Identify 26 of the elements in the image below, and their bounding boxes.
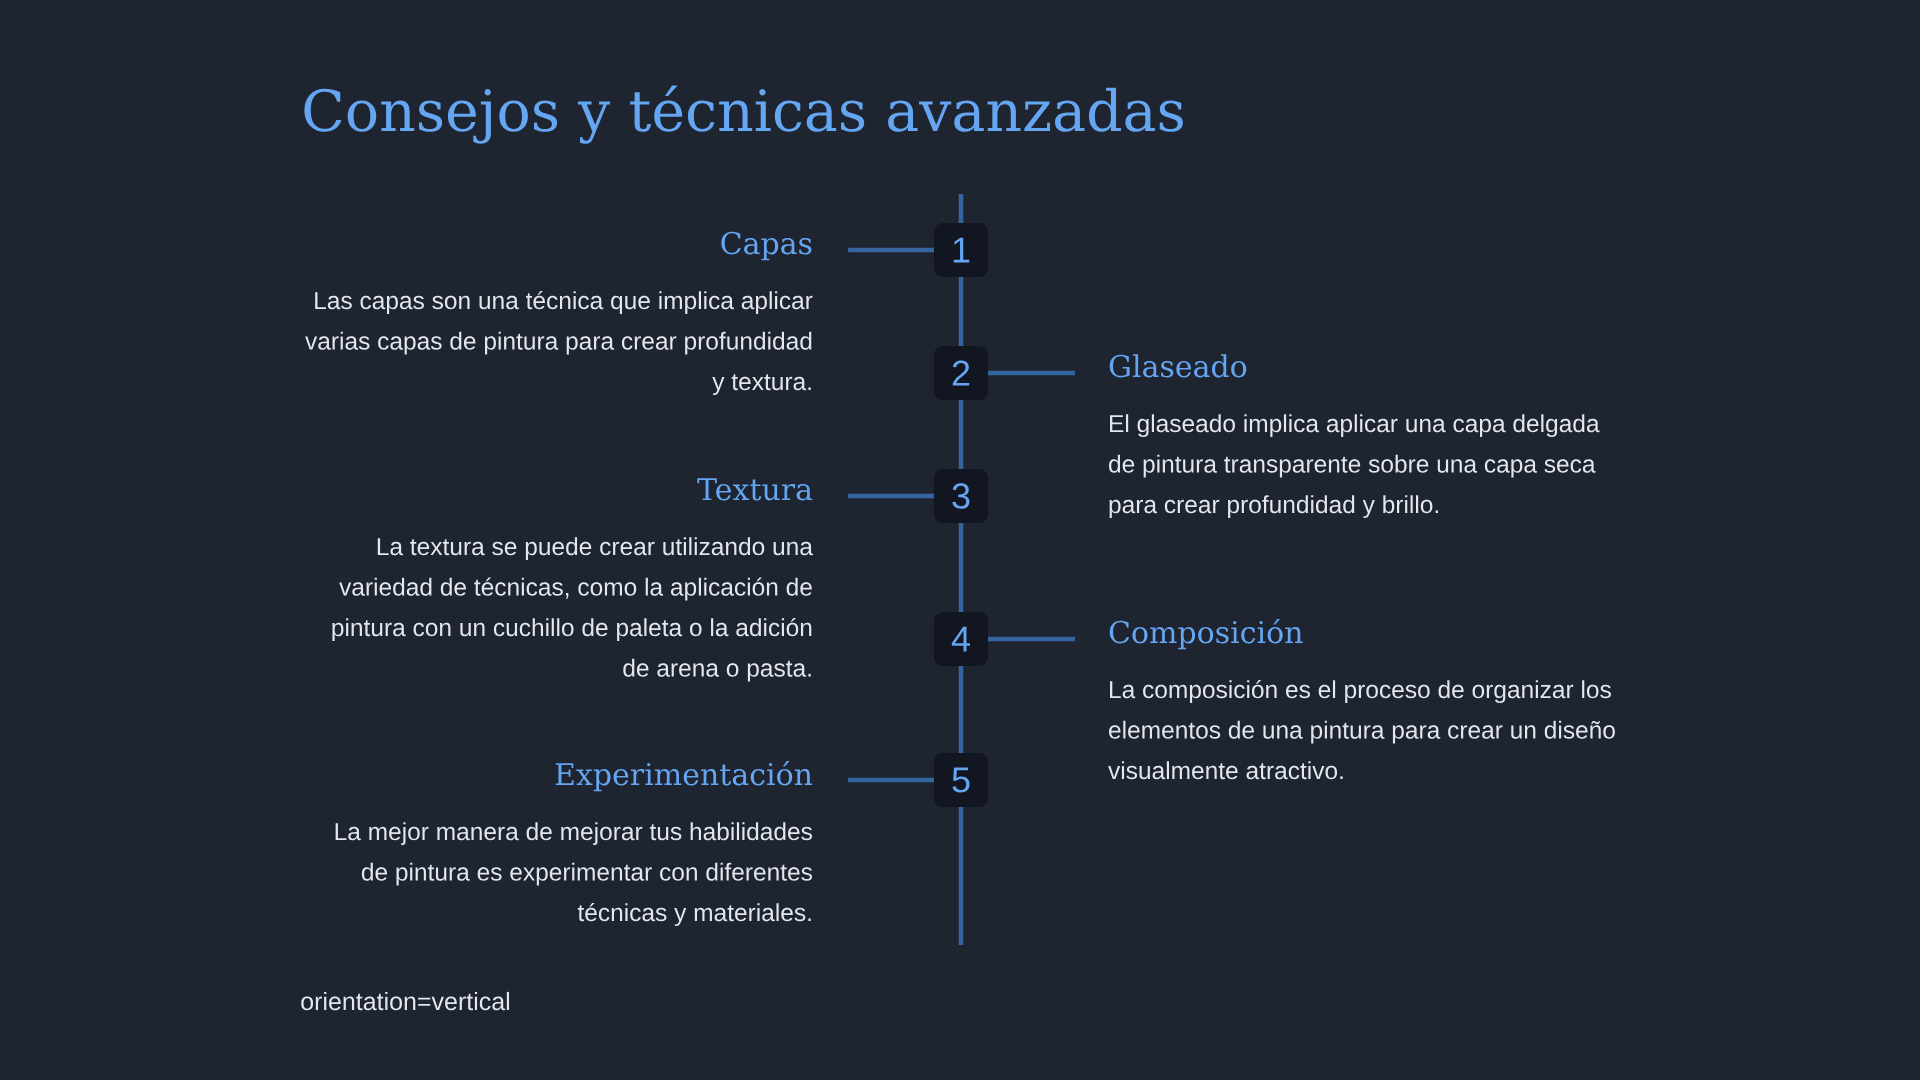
step-description: La mejor manera de mejorar tus habilidades de pintura es experimentar con diferentes técnicas y materiales. <box>335 822 813 927</box>
number-badge: 2 <box>934 346 988 400</box>
connector-line <box>848 247 934 253</box>
timeline-line <box>958 400 964 469</box>
number-badge: 5 <box>934 753 988 807</box>
number-badge: 1 <box>934 223 988 277</box>
timeline-line <box>958 666 964 753</box>
step-heading: Composición <box>1109 619 1303 650</box>
step-description: Las capas son una técnica que implica aplicar varias capas de pintura para crear profundidad y textura. <box>305 290 813 396</box>
footer-note: orientation=vertical <box>301 991 510 1011</box>
timeline-line <box>958 523 964 612</box>
step-description: La textura se puede crear utilizando una variedad de técnicas, como la aplicación de pintura con un cuchillo de paleta o la adición de arena o pasta. <box>332 537 813 682</box>
step-heading: Textura <box>697 478 813 501</box>
title: Consejos y técnicas avanzadas <box>304 85 1183 144</box>
connector-line <box>988 636 1075 642</box>
timeline-line <box>958 277 964 346</box>
connector-line <box>848 493 934 499</box>
step-heading: Capas <box>721 231 812 261</box>
step-heading: Experimentación <box>555 761 813 792</box>
number-badge: 3 <box>934 469 988 523</box>
number-badge: 4 <box>934 612 988 666</box>
step-heading: Glaseado <box>1109 354 1247 378</box>
connector-line <box>848 777 934 783</box>
step-description: La composición es el proceso de organizar los elementos de una pintura para crear un diseño visualmente atractivo. <box>1108 679 1615 780</box>
connector-line <box>988 370 1075 376</box>
step-description: El glaseado implica aplicar una capa delgada de pintura transparente sobre una capa seca para crear profundidad y brillo. <box>1109 414 1600 519</box>
